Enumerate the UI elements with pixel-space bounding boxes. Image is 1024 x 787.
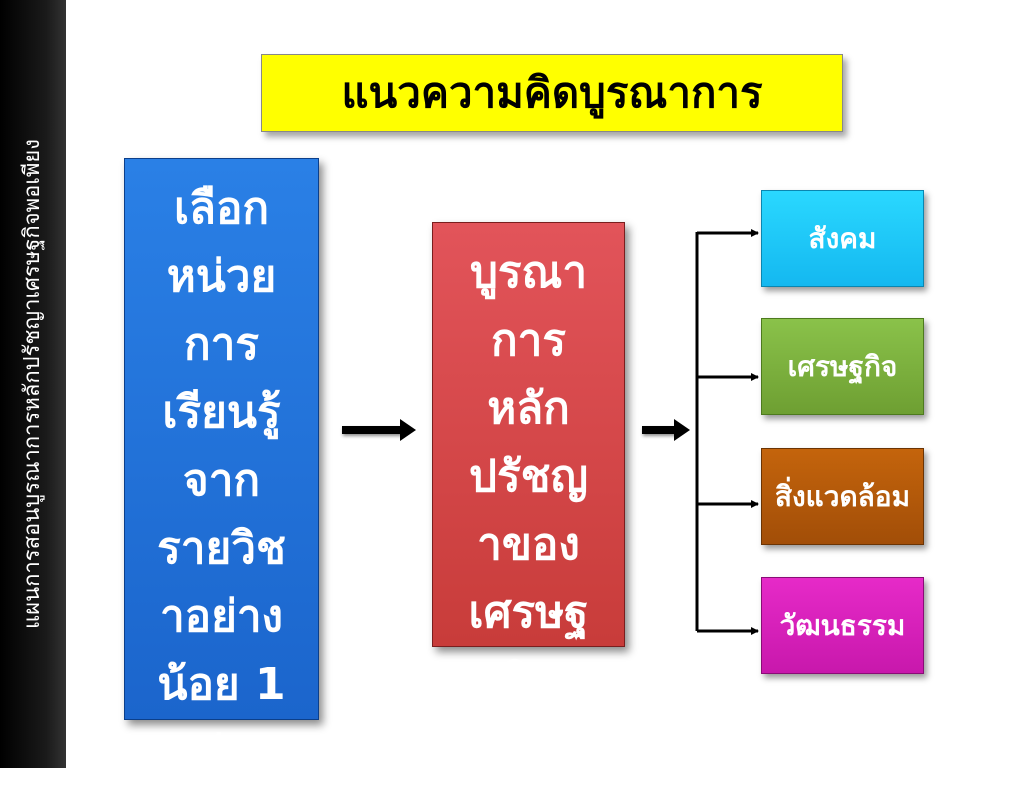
dimension-label: วัฒนธรรม xyxy=(779,608,906,642)
box-line: หลัก xyxy=(487,383,570,434)
box-line: กิจ xyxy=(502,655,555,706)
box-line: หน่วย xyxy=(166,251,277,302)
integrate-philosophy-box: บูรณา การ หลัก ปรัชญ าของ เศรษฐ กิจ พอเพ… xyxy=(432,222,625,774)
box-line: การ xyxy=(184,319,259,370)
dimension-economy-box: เศรษฐกิจ xyxy=(761,318,924,415)
page-title: แนวความคิดบูรณาการ xyxy=(261,54,843,132)
side-banner: แผนการสอนบูรณาการหลักปรัชญาเศรษฐกิจพอเพี… xyxy=(0,0,66,768)
box-line: าของ xyxy=(477,519,580,570)
dimension-label: เศรษฐกิจ xyxy=(787,349,898,383)
box-line: รายวิช xyxy=(157,523,286,574)
dimension-society-box: สังคม xyxy=(761,190,924,287)
box-line: หน่วย xyxy=(166,727,277,778)
box-line: เศรษฐ xyxy=(468,587,589,638)
box-line: เลือก xyxy=(173,183,270,234)
box-line: น้อย 1 xyxy=(157,659,286,710)
box-line: พอเพี xyxy=(478,723,579,774)
dimension-culture-box: วัฒนธรรม xyxy=(761,577,924,674)
box-line: จาก xyxy=(182,455,261,506)
box-line: าอย่าง xyxy=(159,591,284,642)
branch-connector xyxy=(695,229,759,635)
dimension-environment-box: สิ่งแวดล้อม xyxy=(761,448,924,545)
box-line: บูรณา xyxy=(469,247,588,298)
dimension-label: สังคม xyxy=(808,221,877,255)
dimension-label: สิ่งแวดล้อม xyxy=(774,479,911,513)
box-line: เรียนรู้ xyxy=(162,387,281,438)
box-line: ปรัชญ xyxy=(469,451,588,502)
box-line: การ xyxy=(491,315,566,366)
select-learning-unit-box: เลือก หน่วย การ เรียนรู้ จาก รายวิช าอย่… xyxy=(124,158,319,778)
